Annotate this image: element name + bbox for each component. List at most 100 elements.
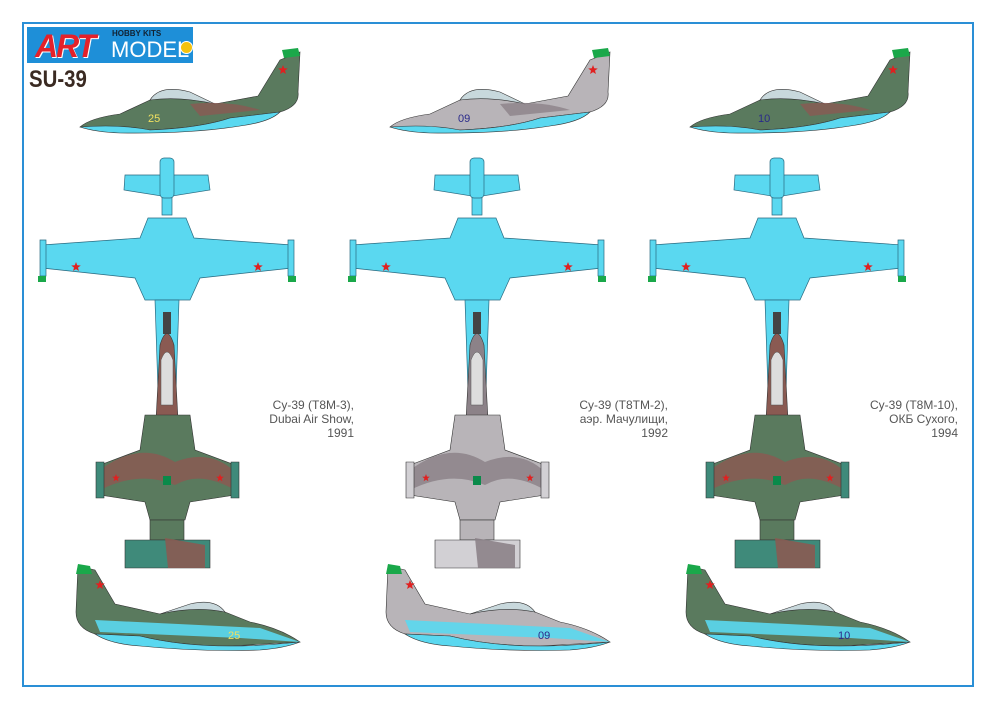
wing	[41, 217, 293, 301]
caption-line: Су-39 (Т8М-10),	[869, 398, 958, 412]
gun-pod	[163, 312, 171, 334]
side-number: 25	[228, 630, 240, 642]
fin-tip	[76, 564, 92, 574]
center-panel	[163, 476, 171, 485]
center-panel	[773, 476, 781, 485]
red-star-icon	[681, 262, 691, 272]
camo-patch	[800, 102, 870, 116]
logo-art: ART	[35, 28, 96, 64]
underside-band	[95, 620, 300, 642]
fin-tip	[686, 564, 702, 574]
side-profile-bottom: 25	[75, 564, 301, 651]
wingtip-pods-upper	[405, 461, 550, 499]
tail-boom	[469, 157, 485, 199]
caption-line: 1994	[931, 426, 958, 440]
underside-band	[405, 620, 610, 642]
side-number: 25	[148, 113, 160, 125]
side-number: 09	[458, 113, 470, 125]
red-star-icon	[705, 580, 715, 590]
red-star-icon	[422, 474, 430, 482]
red-star-icon	[563, 262, 573, 272]
camo-patch	[500, 102, 570, 116]
red-star-icon	[863, 262, 873, 272]
camo-band	[100, 452, 235, 490]
gun-pod	[473, 312, 481, 334]
red-star-icon	[405, 580, 415, 590]
logo-emblem-icon	[180, 41, 193, 54]
fuselage-lower	[689, 111, 891, 134]
red-star-icon	[588, 65, 598, 75]
caption-line: 1992	[641, 426, 668, 440]
logo-tagline: HOBBY KITS	[112, 29, 162, 38]
sheet-border	[22, 22, 974, 687]
side-number: 10	[758, 113, 770, 125]
fin-tip	[592, 48, 610, 58]
scheme-caption-1: Су-39 (Т8М-3), Dubai Air Show, 1991	[250, 398, 354, 440]
fuselage-lower	[403, 633, 611, 651]
tail-camo	[165, 538, 205, 568]
caption-line: 1991	[327, 426, 354, 440]
caption-line: ОКБ Сухого,	[889, 412, 958, 426]
caption-line: аэр. Мачулищи,	[579, 412, 668, 426]
red-star-icon	[826, 474, 834, 482]
side-number: 10	[838, 630, 850, 642]
red-star-icon	[278, 65, 288, 75]
wingtip-pods-upper	[95, 461, 240, 499]
gun-pod	[773, 312, 781, 334]
fin-tip	[386, 564, 402, 574]
wingtip-pods-upper	[705, 461, 850, 499]
rear-fuselage	[459, 519, 495, 541]
camo-band	[410, 452, 545, 490]
red-star-icon	[95, 580, 105, 590]
fin-tip	[892, 48, 910, 58]
side-number: 09	[538, 630, 550, 642]
wing	[351, 217, 603, 301]
red-star-icon	[381, 262, 391, 272]
side-profile-top: 09	[389, 48, 611, 134]
camo-patch	[190, 102, 260, 116]
caption-line: Dubai Air Show,	[269, 412, 354, 426]
fuselage-lower	[79, 111, 281, 134]
canopy	[159, 601, 226, 615]
red-star-icon	[888, 65, 898, 75]
side-profile-bottom: 10	[685, 564, 911, 651]
side-profile-top: 25	[79, 48, 301, 134]
planform-upper	[95, 333, 240, 569]
scheme-caption-3: Су-39 (Т8М-10), ОКБ Сухого, 1994	[850, 398, 958, 440]
canopy-top	[470, 351, 484, 406]
canopy	[469, 601, 536, 615]
rear-fuselage	[759, 519, 795, 541]
page-title: SU-39	[29, 66, 87, 93]
tail-boom	[769, 157, 785, 199]
side-profile-bottom: 09	[385, 564, 611, 651]
caption-line: Су-39 (Т8ТМ-2),	[579, 398, 668, 412]
tail-boom	[159, 157, 175, 199]
camo-band	[710, 452, 845, 490]
fuselage-lower	[389, 111, 591, 134]
side-profile-top: 10	[689, 48, 911, 134]
red-star-icon	[526, 474, 534, 482]
planform-upper	[705, 333, 850, 569]
underside-band	[705, 620, 910, 642]
center-panel	[473, 476, 481, 485]
red-star-icon	[71, 262, 81, 272]
scheme-caption-2: Су-39 (Т8ТМ-2), аэр. Мачулищи, 1992	[560, 398, 668, 440]
red-star-icon	[112, 474, 120, 482]
red-star-icon	[722, 474, 730, 482]
canopy-top	[160, 351, 174, 406]
artmodel-logo: ART HOBBY KITS MODEL	[27, 27, 193, 64]
rear-fuselage	[149, 519, 185, 541]
tail-camo	[475, 538, 515, 568]
red-star-icon	[216, 474, 224, 482]
red-star-icon	[253, 262, 263, 272]
caption-line: Су-39 (Т8М-3),	[272, 398, 354, 412]
planform-upper	[405, 333, 550, 569]
fuselage-lower	[93, 633, 301, 651]
fuselage-lower	[703, 633, 911, 651]
fin-tip	[282, 48, 300, 58]
canopy-top	[770, 351, 784, 406]
logo-model: MODEL	[111, 37, 190, 62]
wing	[651, 217, 903, 301]
canopy	[769, 601, 836, 615]
